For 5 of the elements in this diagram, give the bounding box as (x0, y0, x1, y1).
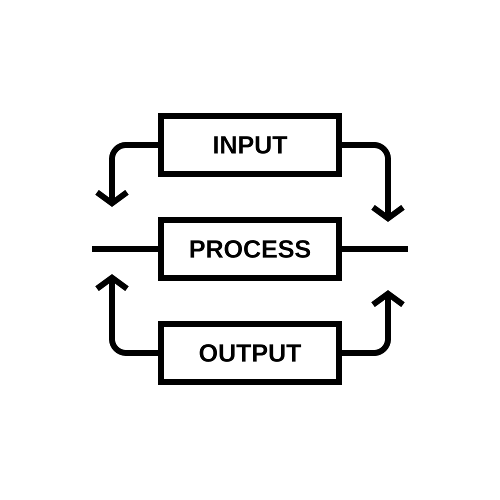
process-box: OUTPUT (158, 321, 342, 385)
arrow (95, 274, 158, 356)
arrow (342, 142, 405, 222)
process-box: INPUT (158, 113, 342, 177)
process-box: PROCESS (158, 217, 342, 281)
